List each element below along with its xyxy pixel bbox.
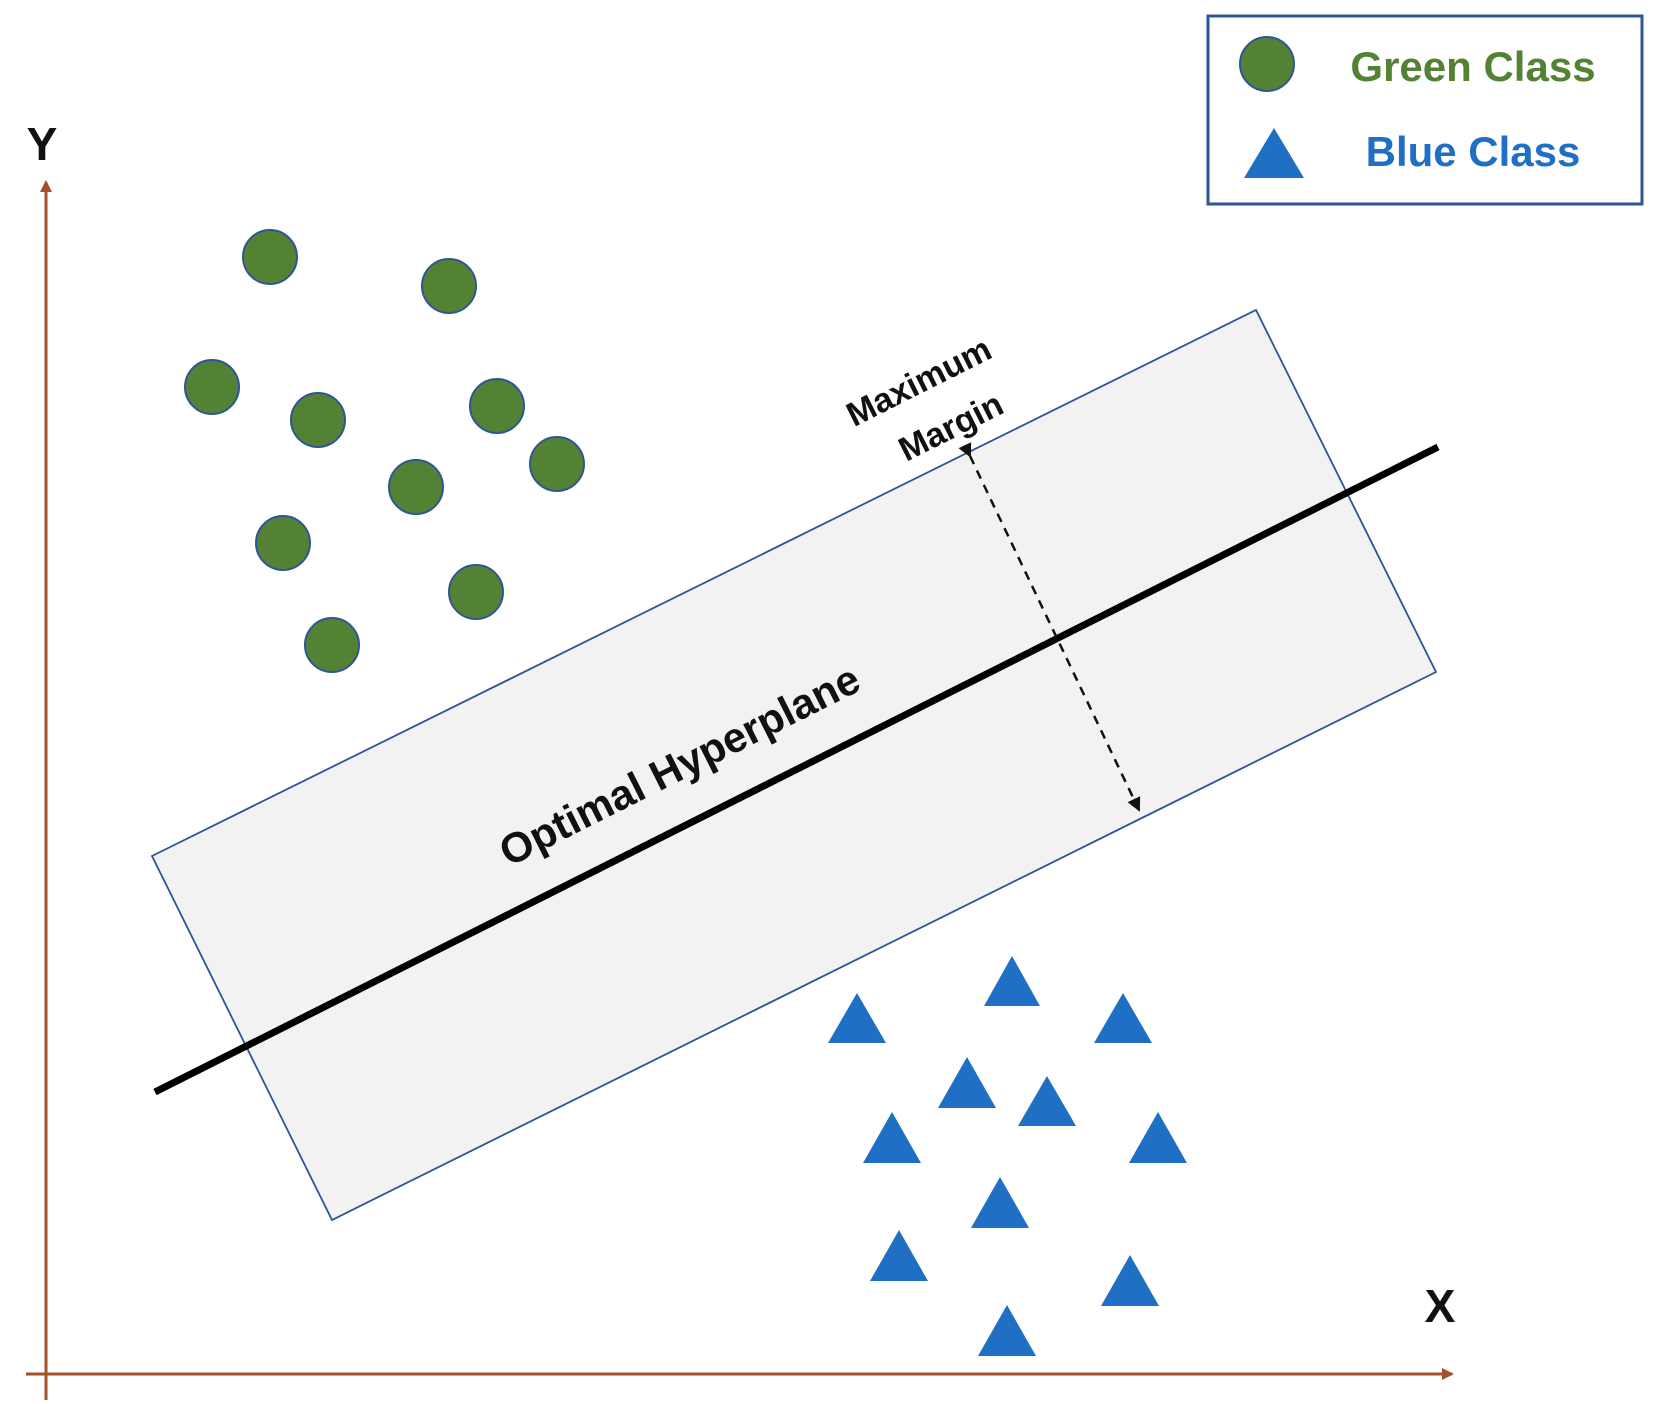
blue-point	[1018, 1076, 1076, 1126]
blue-point	[870, 1230, 928, 1281]
green-point	[448, 564, 504, 620]
blue-point	[978, 1305, 1036, 1356]
blue-point	[984, 956, 1040, 1006]
green-point	[388, 459, 444, 515]
legend-green-label: Green Class	[1350, 43, 1595, 90]
optimal-hyperplane-line	[153, 443, 1440, 1096]
y-axis-label: Y	[27, 118, 58, 170]
green-point	[255, 515, 311, 571]
green-class-points	[184, 229, 585, 673]
legend: Green Class Blue Class	[1206, 14, 1644, 206]
legend-green-marker	[1239, 36, 1295, 92]
green-point	[304, 617, 360, 673]
legend-blue-marker	[1244, 128, 1304, 178]
blue-class-points	[828, 956, 1187, 1356]
blue-point	[863, 1112, 921, 1163]
margin-band	[150, 308, 1438, 1222]
blue-point	[971, 1177, 1029, 1228]
green-point	[242, 229, 298, 285]
blue-point	[828, 993, 886, 1043]
blue-point	[1094, 993, 1152, 1043]
green-point	[421, 258, 477, 314]
green-point	[529, 436, 585, 492]
margin-arrow	[958, 442, 1141, 812]
blue-point	[1129, 1112, 1187, 1163]
x-axis-label: X	[1425, 1280, 1456, 1332]
blue-point	[1101, 1255, 1159, 1306]
green-point	[184, 359, 240, 415]
legend-blue-label: Blue Class	[1366, 128, 1581, 175]
blue-point	[938, 1057, 996, 1108]
green-point	[469, 378, 525, 434]
green-point	[290, 392, 346, 448]
